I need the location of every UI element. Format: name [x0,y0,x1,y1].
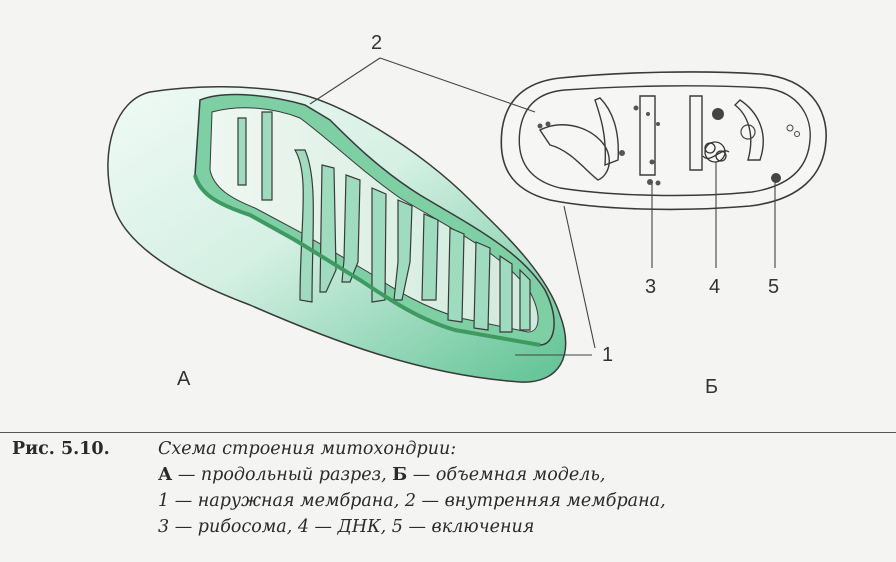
label-inclusions: 5 [768,276,780,298]
small-granule [794,131,800,137]
caption-a-letter: А [158,465,173,485]
vacuole-circle [740,124,756,140]
caption-line-4: 3 — рибосома, 4 — ДНК, 5 — включения [158,517,535,537]
dna-loop [702,141,730,163]
figure-number: Рис. 5.10. [12,439,110,459]
cristae [237,111,531,333]
mitochondrion-figure [107,57,827,383]
leader-lines [309,57,776,356]
figure-caption: Рис. 5.10.Схема строения митохондрии: А … [12,436,892,540]
caption-b-text: — объемная модель, [407,465,606,485]
small-granule [786,124,794,132]
inner-membrane-rim [193,174,541,347]
label-part-b: Б [705,376,719,398]
label-dna: 4 [709,276,721,298]
inner-membrane-cristae [518,85,811,197]
caption-b-letter: Б [392,465,408,485]
ribosome-dots [537,105,661,186]
label-outer-membrane: 1 [602,344,614,366]
label-ribosome: 3 [645,276,657,298]
label-part-a: А [177,368,191,390]
inclusion-dot-5 [771,173,781,183]
volumetric-model [500,71,827,211]
caption-a-text: — продольный разрез, [172,465,393,485]
caption-title: Схема строения митохондрии: [158,439,457,459]
longitudinal-section-model [107,86,567,383]
caption-divider [0,432,896,433]
label-inner-membrane: 2 [371,32,383,54]
caption-line-3: 1 — наружная мембрана, 2 — внутренняя ме… [158,491,666,511]
outer-membrane-oval [500,71,827,211]
inclusion-large [712,108,724,120]
